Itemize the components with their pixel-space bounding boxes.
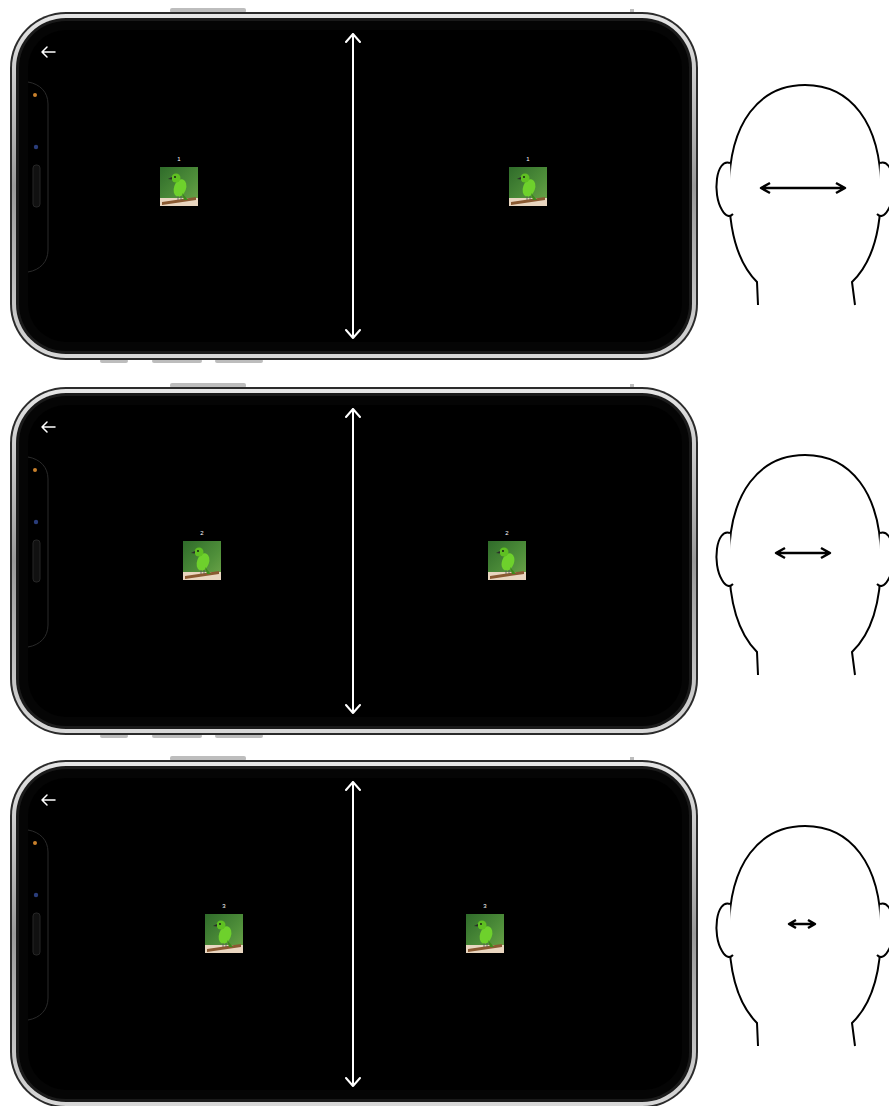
head-1 (716, 85, 889, 305)
phone-3 (10, 756, 698, 1106)
head-3 (716, 826, 889, 1046)
image-index-number: 2 (505, 530, 508, 537)
head-2 (716, 455, 889, 675)
phone-1 (10, 8, 698, 363)
image-index-number: 3 (222, 903, 225, 910)
image-index-number: 1 (526, 156, 529, 163)
image-index-number: 3 (483, 903, 486, 910)
image-index-number: 1 (177, 156, 180, 163)
image-index-number: 2 (200, 530, 203, 537)
phone-2 (10, 383, 698, 738)
